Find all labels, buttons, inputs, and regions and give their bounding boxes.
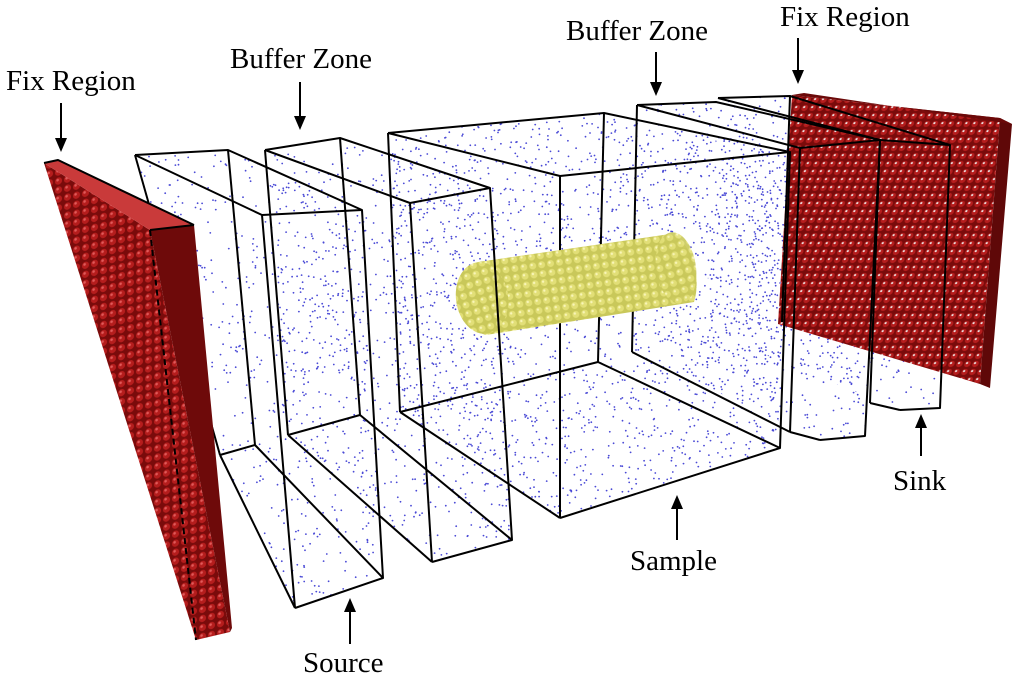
- arrow-fix-region-right: [792, 38, 804, 84]
- label-source: Source: [303, 647, 384, 677]
- arrow-sample: [671, 495, 683, 540]
- label-text: Sink: [893, 465, 947, 497]
- label-text: Fix Region: [780, 1, 910, 33]
- arrow-fix-region-left: [55, 103, 67, 152]
- label-sink: Sink: [893, 465, 947, 497]
- arrow-buffer-zone-left: [294, 82, 306, 130]
- nanowire-sample: [455, 232, 697, 335]
- label-text: Buffer Zone: [230, 43, 372, 75]
- arrow-sink: [915, 414, 927, 456]
- label-text: Buffer Zone: [566, 15, 708, 47]
- label-text: Source: [303, 647, 384, 677]
- label-text: Sample: [630, 545, 717, 577]
- arrow-buffer-zone-right: [650, 52, 662, 96]
- label-text: Fix Region: [6, 65, 136, 97]
- arrow-source: [344, 598, 356, 644]
- label-sample: Sample: [630, 545, 717, 577]
- fix-region-left: [43, 159, 232, 641]
- label-fix-region-left: Fix Region: [6, 65, 136, 97]
- buffer-zone-left-box: [264, 137, 513, 563]
- fix-region-right: [778, 93, 1012, 388]
- label-buffer-zone-left: Buffer Zone: [230, 43, 372, 75]
- sample-box: [387, 112, 791, 519]
- label-fix-region-right: Fix Region: [780, 1, 910, 33]
- label-buffer-zone-right: Buffer Zone: [566, 15, 708, 47]
